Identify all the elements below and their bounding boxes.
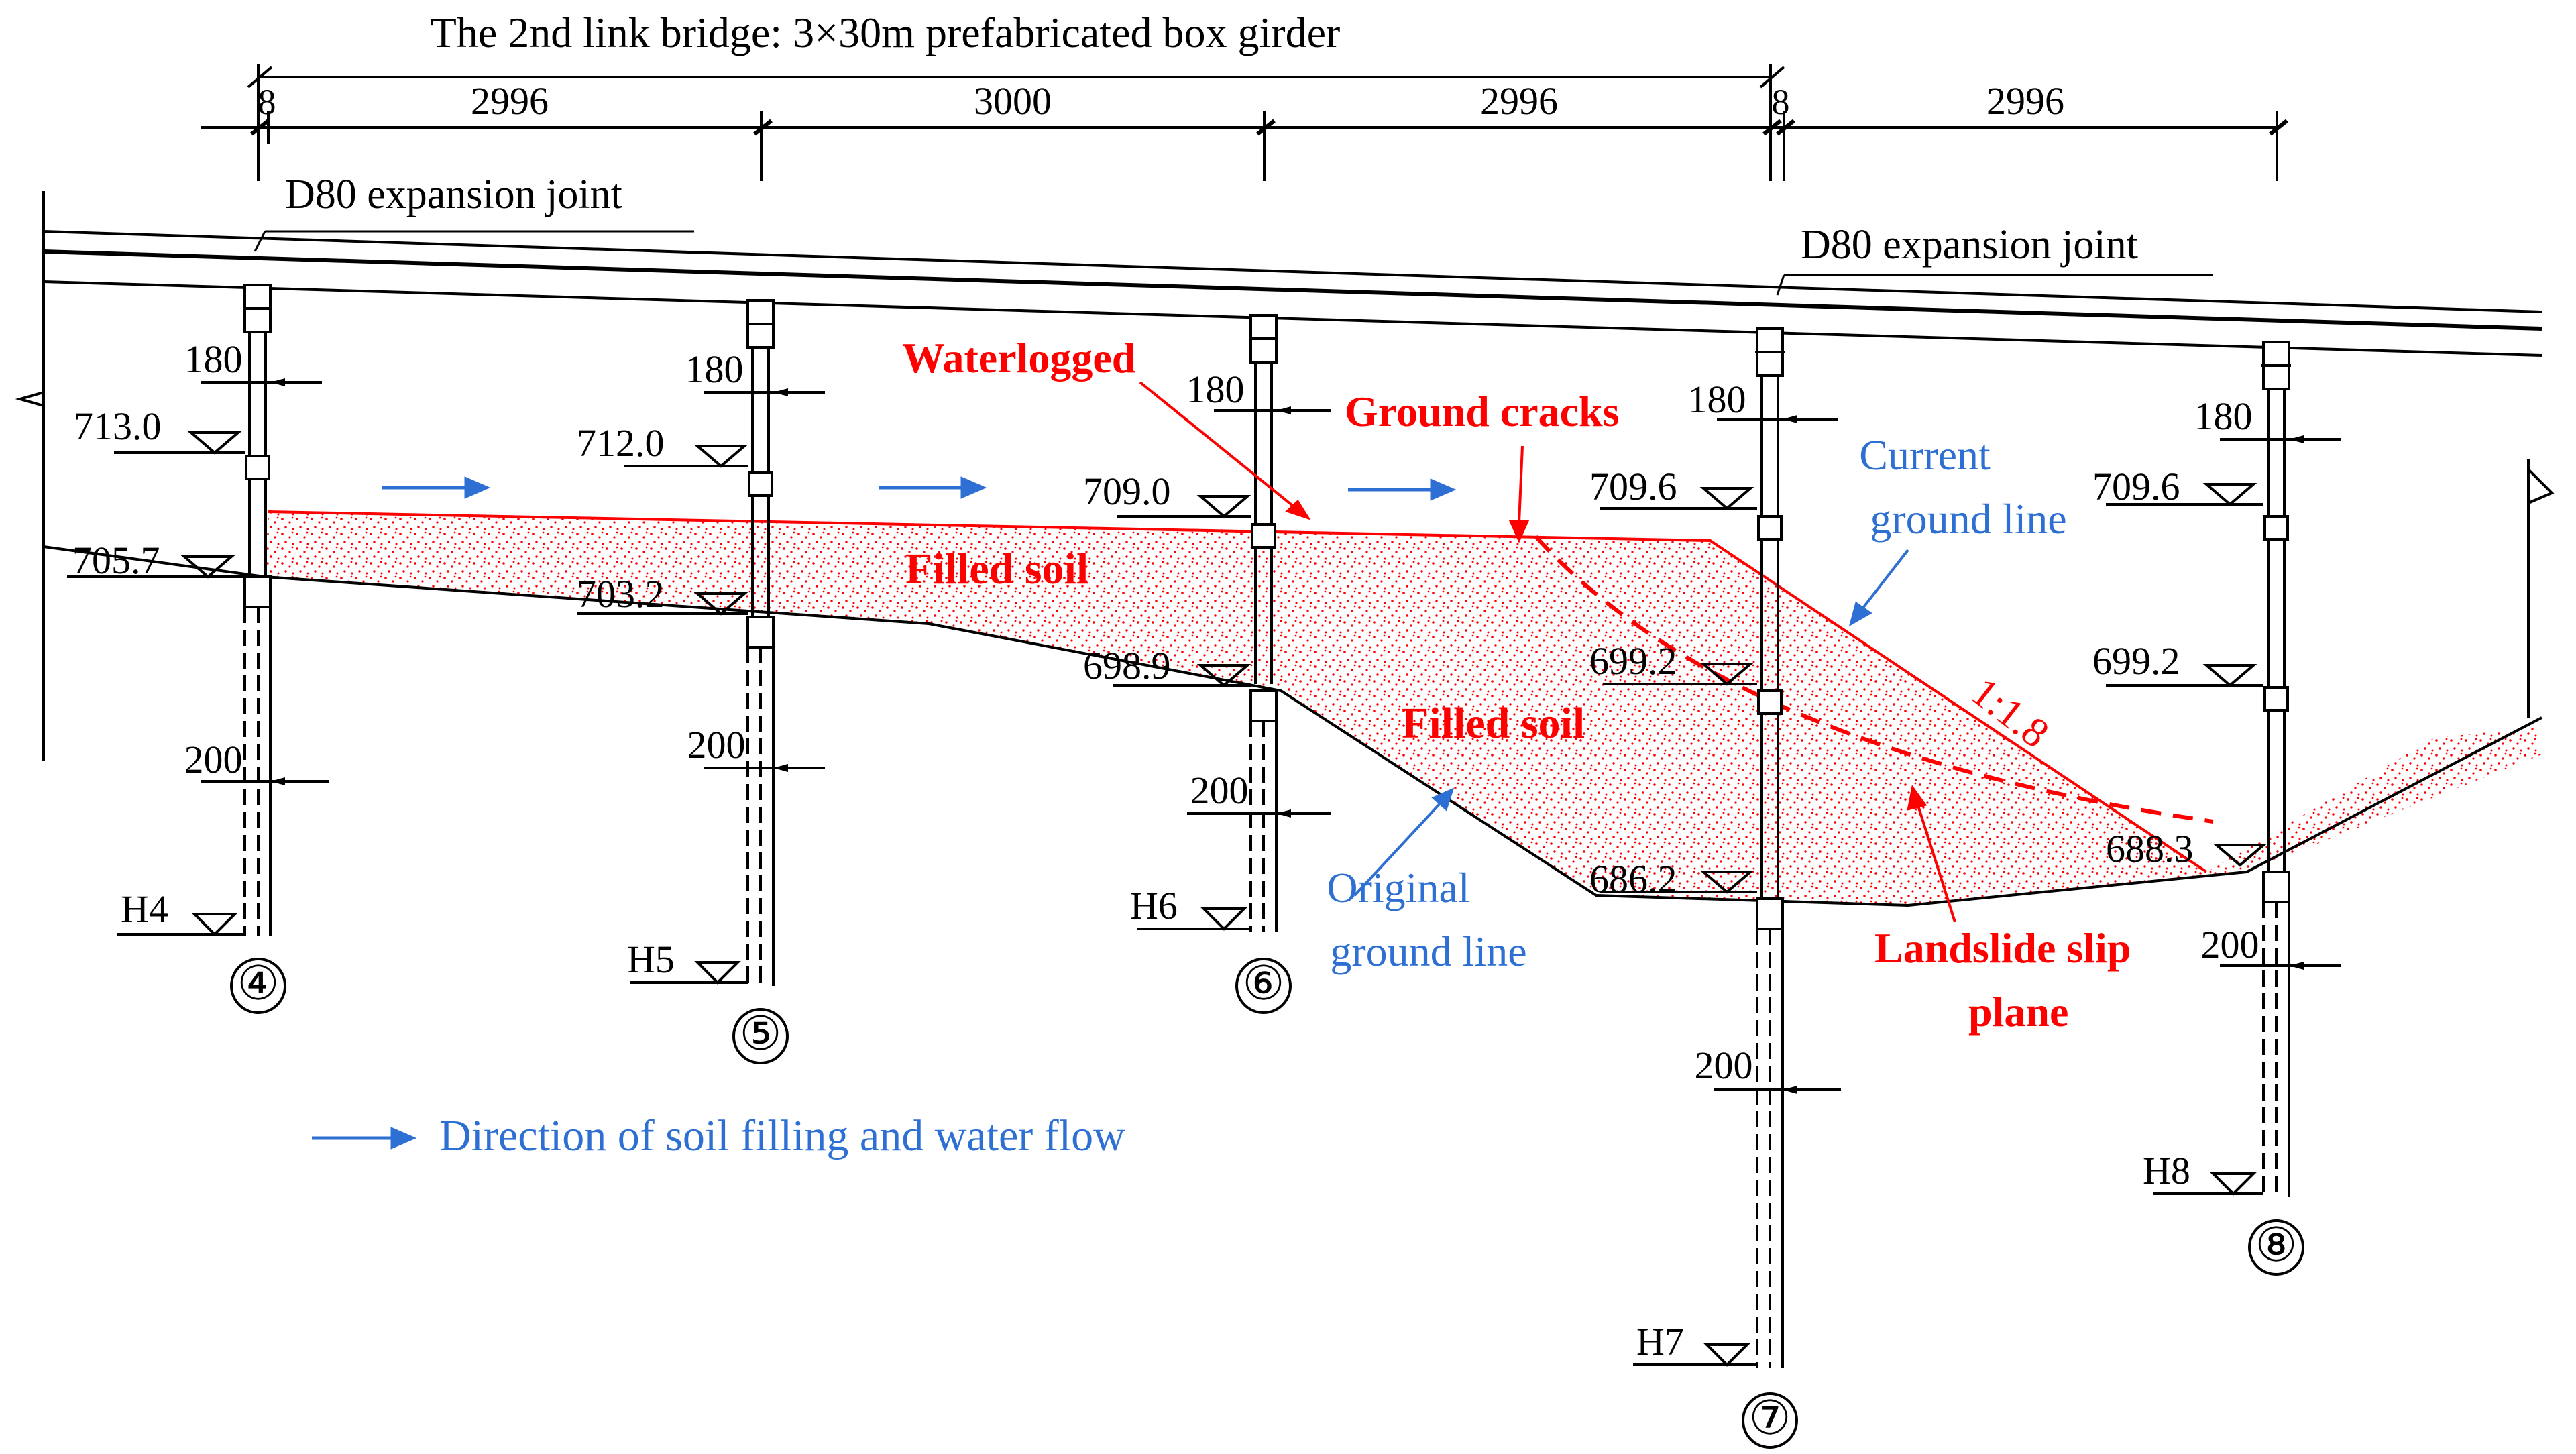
pier-4-dim-bottom: 200 (184, 738, 243, 781)
ground-cracks-label: Ground cracks (1345, 388, 1620, 435)
filled-soil-region (265, 512, 2542, 905)
pier-7-number: ⑦ (1749, 1393, 1791, 1445)
pier-number-circles (230, 958, 2304, 1449)
original-ground-line (43, 545, 2542, 907)
pier-5 (577, 299, 825, 986)
pier-6 (1113, 314, 1331, 932)
landslide-label-line-2: plane (1968, 988, 2068, 1036)
pier-5-number: ⑤ (740, 1009, 782, 1060)
annotation-leaders (1139, 381, 1956, 923)
dimension-ticks (250, 119, 2288, 136)
span-label-6: 2996 (1986, 79, 2064, 123)
pier-6-number: ⑥ (1243, 958, 1285, 1010)
current-ground-label-2: ground line (1870, 495, 2066, 543)
pier-5-dim-top: 180 (685, 347, 744, 391)
pier-5-elev-top: 712.0 (577, 421, 665, 465)
pier-6-h-label: H6 (1130, 884, 1178, 928)
pier-8 (2106, 341, 2341, 1197)
pier-5-h-label: H5 (627, 938, 675, 981)
pier-4-elev-ground: 705.7 (72, 539, 160, 582)
pier-4 (67, 284, 329, 936)
dimension-lines (201, 64, 2280, 181)
pier-6-elev-ground: 698.9 (1083, 644, 1171, 687)
pier-8-elev-top: 709.6 (2092, 465, 2180, 508)
pier-7-elev-mid: 699.2 (1589, 639, 1677, 683)
span-label-2: 2996 (471, 79, 549, 123)
span-label-5: 8 (1772, 82, 1790, 122)
pier-7-elev-ground: 686.2 (1589, 857, 1677, 901)
span-label-4: 2996 (1480, 79, 1558, 123)
pier-8-dim-top: 180 (2194, 394, 2253, 438)
elevation-markers (180, 431, 2267, 1367)
blue-leaders (1353, 549, 1909, 897)
pier-6-dim-bottom: 200 (1190, 769, 1249, 812)
expansion-joint-label-2: D80 expansion joint (1801, 222, 2138, 268)
dimension-arrows (270, 378, 2304, 1094)
span-label-3: 3000 (974, 79, 1052, 123)
pier-6-elev-top: 709.0 (1083, 469, 1171, 513)
waterlogged-label: Waterlogged (902, 334, 1135, 382)
pier-5-dim-bottom: 200 (687, 723, 746, 767)
filled-soil-label-1: Filled soil (905, 545, 1088, 594)
filled-soil-label-2: Filled soil (1402, 699, 1585, 748)
original-ground-label-1: Original (1327, 864, 1469, 911)
pier-4-h-label: H4 (121, 887, 168, 931)
pier-8-elev-ground: 688.3 (2106, 827, 2194, 871)
pier-7 (1600, 327, 1841, 1368)
landslide-label-line-1: Landslide slip (1874, 924, 2131, 972)
landslide-slip-plane (1534, 535, 2214, 824)
pier-4-elev-top: 713.0 (74, 404, 162, 448)
pier-8-number: ⑧ (2255, 1220, 2298, 1272)
pier-7-h-label: H7 (1636, 1320, 1684, 1363)
pier-7-elev-top: 709.6 (1589, 465, 1677, 508)
expansion-joint-label-1: D80 expansion joint (285, 172, 622, 217)
current-ground-line (268, 510, 2208, 873)
pier-8-elev-mid: 699.2 (2092, 639, 2180, 683)
pier-5-elev-ground: 703.2 (577, 572, 665, 616)
pier-8-h-label: H8 (2143, 1149, 2190, 1192)
pier-8-dim-bottom: 200 (2201, 923, 2259, 966)
pier-4-dim-top: 180 (184, 337, 243, 381)
flow-arrows (312, 476, 1457, 1150)
legend-text: Direction of soil filling and water flow (439, 1111, 1125, 1160)
pier-7-dim-top: 180 (1688, 378, 1746, 421)
span-label-1: 8 (258, 82, 276, 122)
pier-7-dim-bottom: 200 (1695, 1044, 1753, 1087)
current-ground-label-1: Current (1859, 431, 1991, 479)
bridge-deck (15, 191, 2555, 761)
pier-4-number: ④ (237, 958, 280, 1010)
original-ground-label-2: ground line (1330, 928, 1526, 975)
diagram-title: The 2nd link bridge: 3×30m prefabricated… (431, 9, 1341, 56)
pier-6-dim-top: 180 (1186, 368, 1245, 411)
